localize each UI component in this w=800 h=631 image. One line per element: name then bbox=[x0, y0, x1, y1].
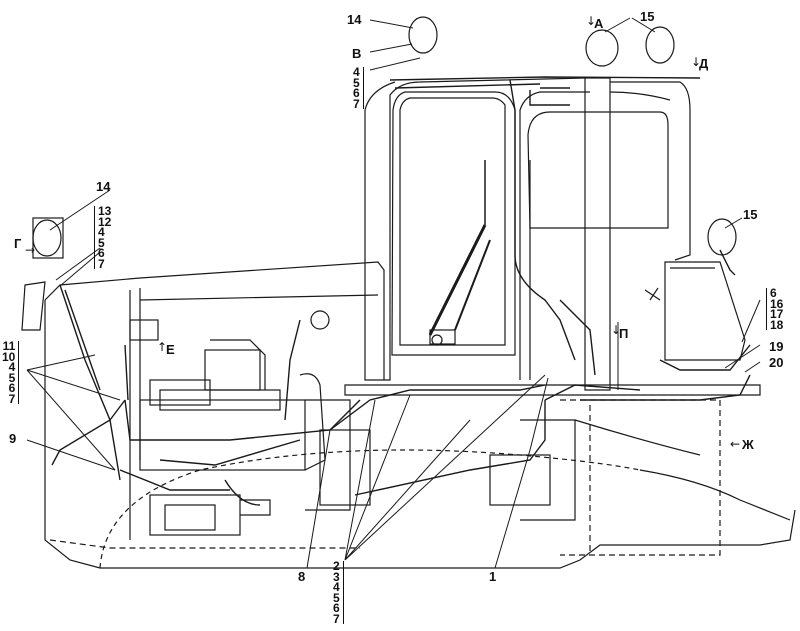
wiper bbox=[428, 160, 491, 346]
leader-lines bbox=[26, 17, 761, 569]
callout-a: А bbox=[594, 16, 604, 31]
stack-item: 17 bbox=[770, 307, 784, 321]
stack-item: 7 bbox=[8, 391, 16, 406]
stack-item: 4 bbox=[353, 65, 360, 79]
callout-stack-top-cab: 4 5 6 7 bbox=[353, 65, 364, 111]
callout-e: Е bbox=[166, 342, 175, 357]
callout-d: Д bbox=[699, 56, 709, 71]
stack-item: 4 bbox=[98, 225, 105, 239]
callout-15-right: 15 bbox=[743, 207, 758, 222]
callout-stack-bottom: 2 3 4 5 6 7 bbox=[333, 559, 344, 626]
arrow-up-e-icon: ↑ bbox=[157, 340, 168, 354]
stack-item: 4 bbox=[8, 360, 16, 374]
stack-item: 16 bbox=[770, 296, 784, 311]
stack-item: 6 bbox=[770, 286, 777, 300]
stack-item: 4 bbox=[333, 580, 340, 594]
callout-stack-left-side: 11 10 4 5 6 7 bbox=[2, 339, 20, 406]
callout-p: П bbox=[619, 326, 629, 341]
wiring-harness bbox=[51, 76, 751, 506]
stack-item: 3 bbox=[333, 569, 340, 584]
stack-item: 7 bbox=[353, 96, 360, 111]
callout-9: 9 bbox=[9, 431, 17, 446]
stack-item: 7 bbox=[98, 256, 105, 271]
stack-item: 5 bbox=[353, 75, 360, 90]
stack-item: 11 bbox=[2, 339, 16, 353]
arrow-down-a-icon: ↓ bbox=[586, 14, 597, 28]
stack-item: 13 bbox=[98, 204, 112, 218]
callout-v: В bbox=[352, 46, 362, 61]
callout-19: 19 bbox=[769, 339, 784, 354]
callout-g: Г bbox=[14, 236, 22, 251]
callout-stack-left-light: 13 12 4 5 6 7 bbox=[94, 204, 112, 271]
callout-stack-right-side: 6 16 17 18 bbox=[766, 286, 784, 332]
arrow-down-p-icon: ↓ bbox=[611, 323, 622, 337]
stack-item: 6 bbox=[8, 381, 16, 395]
callout-14-left: 14 bbox=[96, 179, 111, 194]
arrow-down-d-icon: ↓ bbox=[691, 55, 702, 69]
arrow-left-zh-icon: ← bbox=[730, 437, 741, 451]
stack-item: 5 bbox=[333, 590, 340, 605]
right-cabinet bbox=[644, 261, 746, 361]
callout-zh: Ж bbox=[742, 437, 754, 452]
stack-item: 6 bbox=[353, 86, 360, 100]
stack-item: 10 bbox=[2, 349, 16, 364]
stack-item: 6 bbox=[333, 601, 340, 615]
engine bbox=[129, 310, 576, 536]
callout-20: 20 bbox=[769, 355, 784, 370]
cab-outline bbox=[364, 77, 691, 391]
stack-item: 18 bbox=[770, 317, 784, 332]
stack-item: 5 bbox=[8, 370, 16, 385]
stack-item: 7 bbox=[333, 611, 340, 626]
stack-item: 6 bbox=[98, 246, 105, 260]
stack-item: 12 bbox=[98, 214, 112, 229]
headlights bbox=[21, 16, 737, 331]
arrow-right-g-icon: → bbox=[25, 243, 36, 257]
chassis-outline bbox=[44, 261, 796, 569]
stack-item: 5 bbox=[98, 235, 105, 250]
callout-15-top: 15 bbox=[640, 9, 655, 24]
callout-1: 1 bbox=[489, 569, 497, 584]
callout-8: 8 bbox=[298, 569, 306, 584]
callout-14-top: 14 bbox=[347, 12, 362, 27]
stack-item: 2 bbox=[333, 559, 340, 573]
